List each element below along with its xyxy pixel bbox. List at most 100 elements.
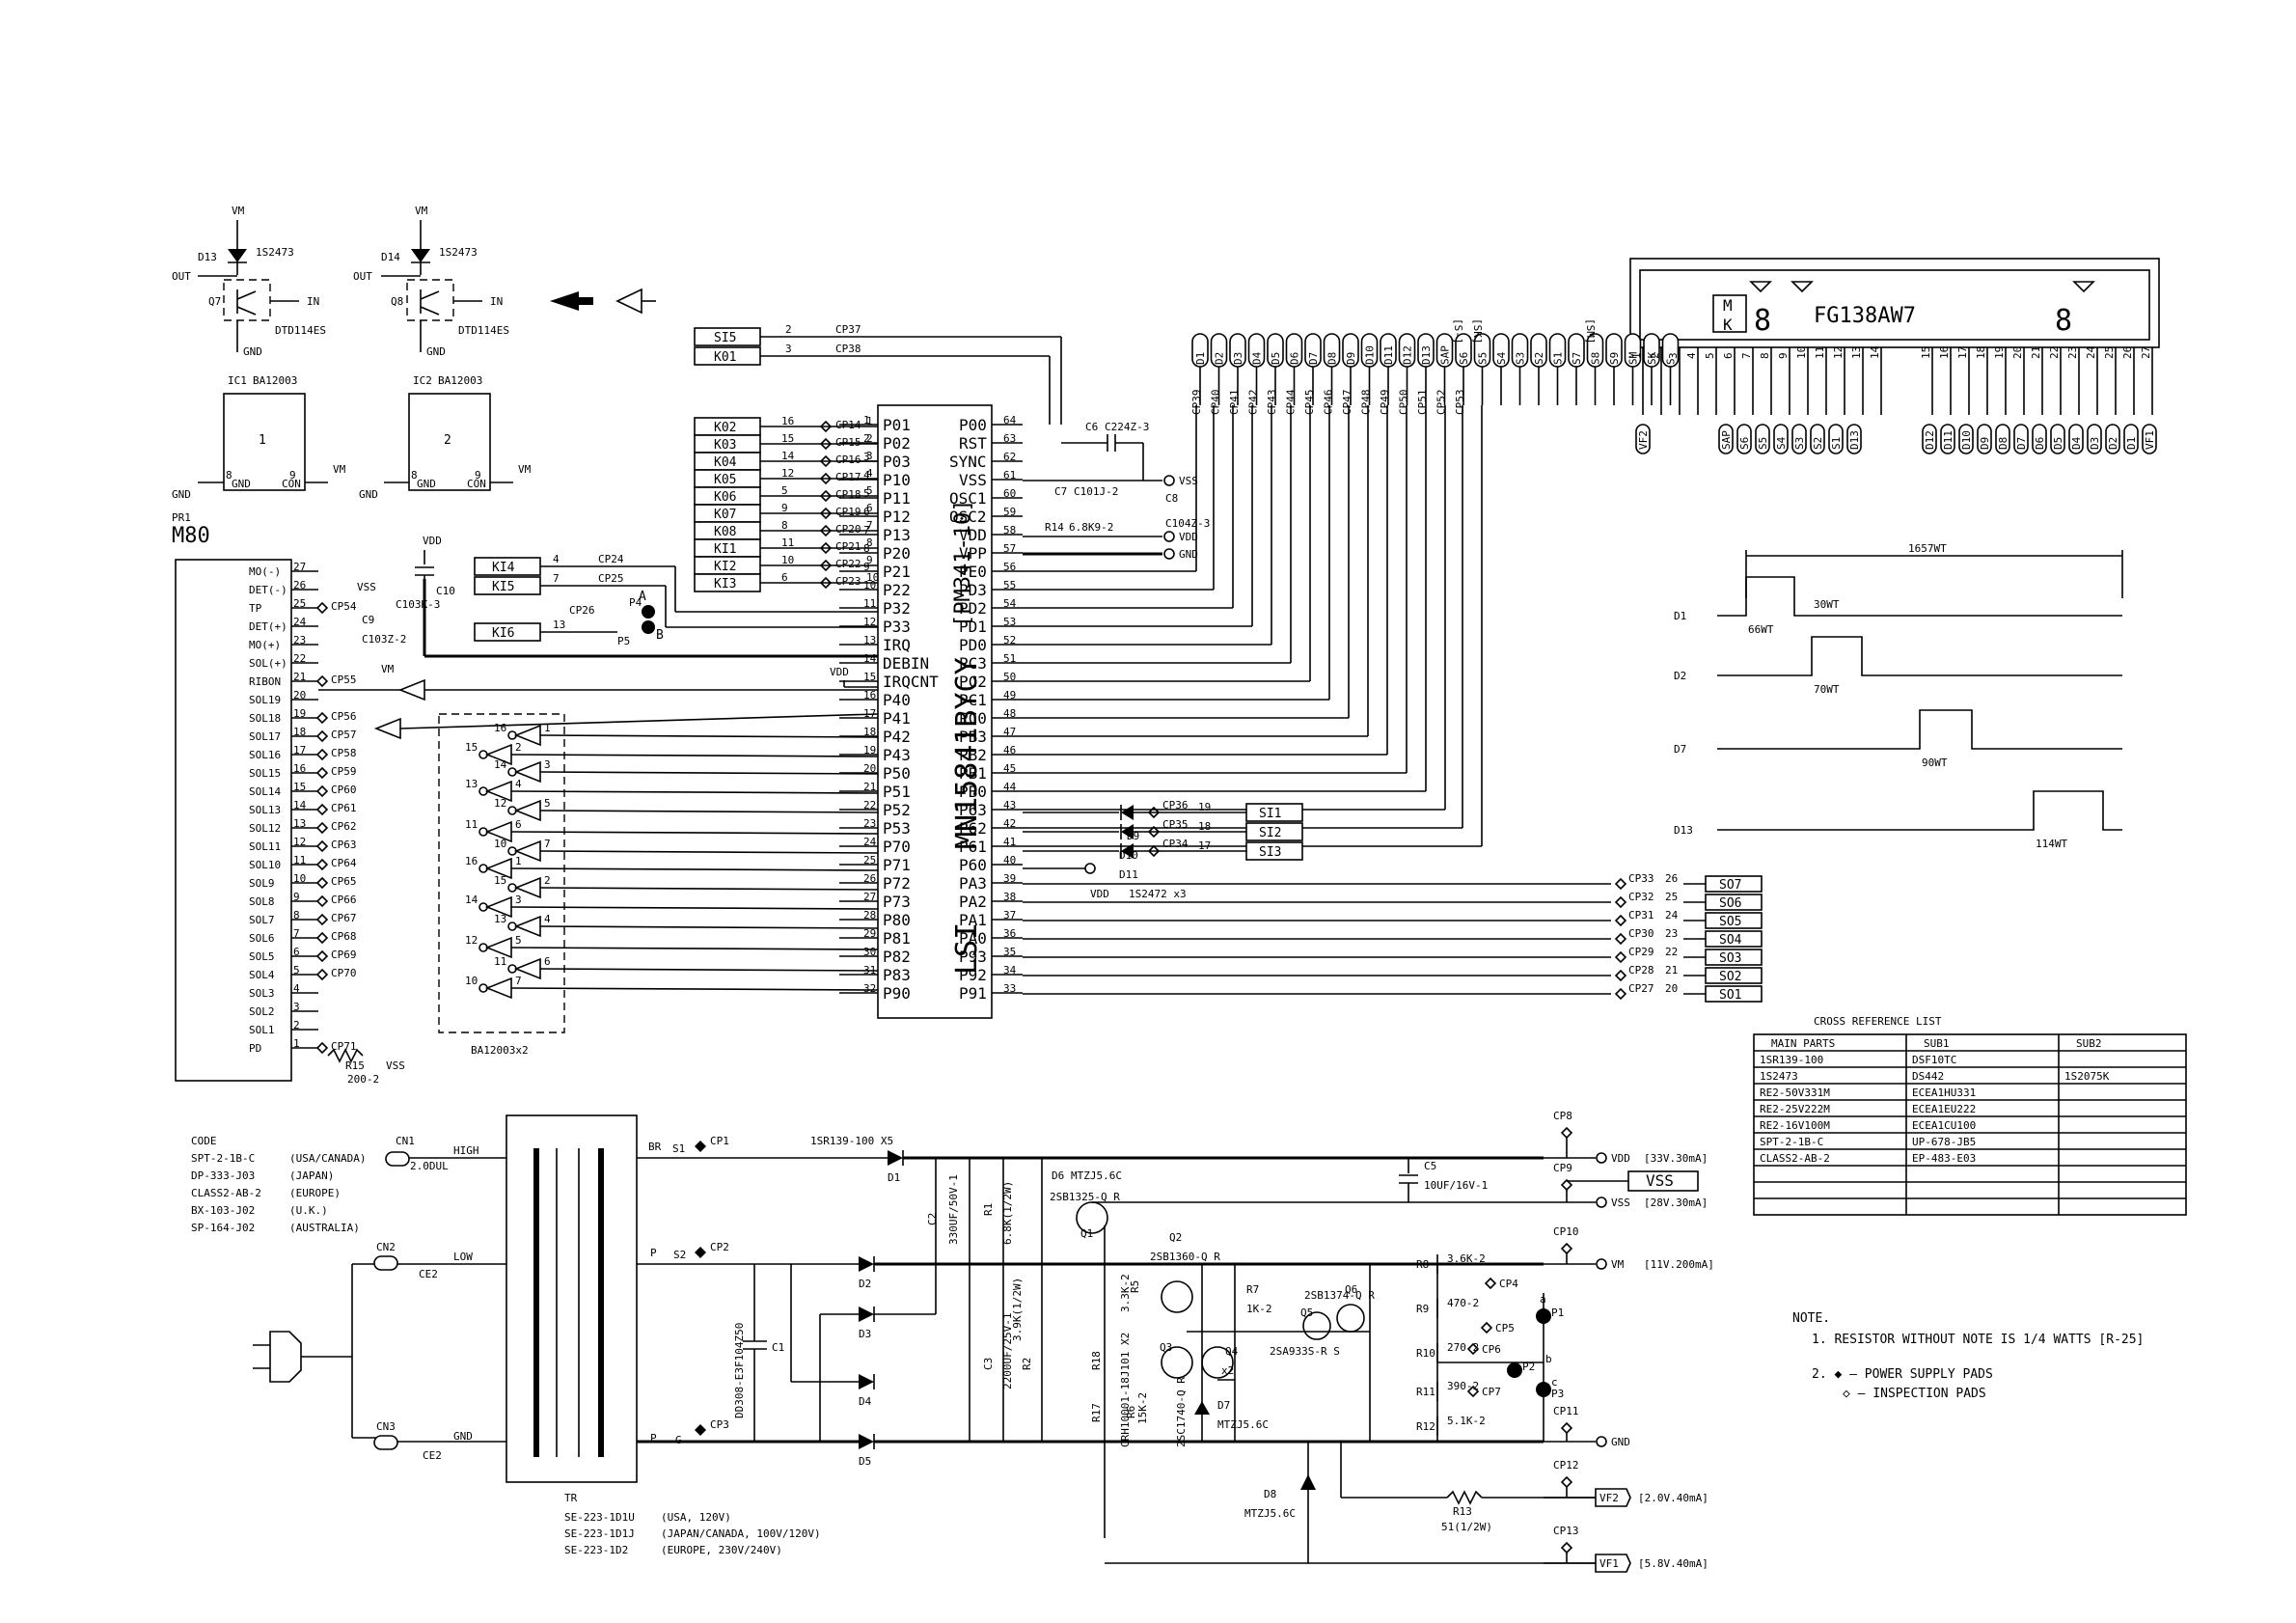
q8-in-label: IN bbox=[490, 295, 503, 308]
so-pin-number: 20 bbox=[1665, 982, 1678, 995]
c6-ref: C6 bbox=[1085, 421, 1098, 433]
r13-resistor-icon bbox=[1446, 1490, 1483, 1505]
lsi-right-pin-name: PD0 bbox=[959, 636, 987, 654]
lsi-right-pin-number: 49 bbox=[1003, 689, 1016, 701]
output-label: GND bbox=[1611, 1436, 1630, 1448]
ba12003-label: BA12003x2 bbox=[471, 1044, 529, 1057]
connector-pin-label: SOL19 bbox=[249, 694, 281, 706]
divider-resistor-value: 470-2 bbox=[1447, 1297, 1479, 1309]
ba12003-outline bbox=[438, 713, 565, 1033]
display-pin-number: 27 bbox=[2140, 346, 2152, 359]
wire bbox=[510, 906, 879, 910]
lsi-left-pin-name: P90 bbox=[883, 984, 911, 1003]
display-cap-label: D1 bbox=[2125, 437, 2138, 450]
inverter-bubble-icon bbox=[478, 786, 488, 796]
lsi-right-pin-number: 36 bbox=[1003, 927, 1016, 940]
ic2-part: BA12003 bbox=[438, 374, 482, 387]
r17-ref: R17 bbox=[1090, 1403, 1103, 1422]
display-pin-number: 17 bbox=[1956, 346, 1969, 359]
grid-label: SAP bbox=[1439, 345, 1452, 365]
key-pin-number: 12 bbox=[781, 467, 794, 480]
r15-vss: VSS bbox=[386, 1059, 405, 1072]
display-cap-label: SAP bbox=[1720, 430, 1733, 450]
lsi-left-pin-number: 11 bbox=[863, 597, 876, 610]
display-cp-label: CP53 bbox=[1454, 390, 1466, 416]
inspection-pad-icon bbox=[1614, 877, 1627, 891]
c2-value: 330UF/50V-1 bbox=[947, 1174, 960, 1245]
display-cap bbox=[2142, 424, 2157, 454]
display-pin-number: 19 bbox=[1993, 346, 2006, 359]
lsi-left-pin-number: 31 bbox=[863, 964, 876, 977]
crossref-cell: DS442 bbox=[1912, 1070, 1944, 1083]
note-2b: ◇ — INSPECTION PADS bbox=[1843, 1387, 1986, 1401]
so-label: SO7 bbox=[1719, 878, 1741, 893]
inspection-pad-icon bbox=[1614, 987, 1627, 1001]
wire bbox=[510, 754, 879, 757]
buffer-icon bbox=[373, 717, 401, 740]
output-note: [11V.200mA] bbox=[1644, 1258, 1714, 1271]
display-pin-number: 7 bbox=[1740, 352, 1753, 359]
display-cp-label: CP44 bbox=[1285, 389, 1298, 415]
cn1-sub: 2.0DUL bbox=[410, 1160, 449, 1172]
lsi-right-pin-number: 48 bbox=[1003, 707, 1016, 720]
output-cp-label: CP9 bbox=[1553, 1162, 1572, 1174]
lsi-left-pin-number: 18 bbox=[863, 726, 876, 738]
display-cap-label: D7 bbox=[2015, 437, 2028, 450]
lsi-left-pin-name: P81 bbox=[883, 929, 911, 948]
divider-resistor-ref: R12 bbox=[1416, 1420, 1435, 1433]
display-pin-number: 12 bbox=[1832, 346, 1845, 359]
timing-gap-label: 30WT bbox=[1814, 598, 1840, 611]
display-pin-number: 18 bbox=[1975, 346, 1987, 359]
crossref-header: MAIN PARTS bbox=[1771, 1037, 1835, 1050]
c9-ref: C9 bbox=[362, 614, 374, 626]
p4-pad-icon bbox=[642, 605, 655, 619]
lsi-right-pin-number: 43 bbox=[1003, 799, 1016, 812]
p-label: P bbox=[650, 1247, 657, 1259]
key-label: K08 bbox=[714, 525, 736, 539]
code-value: CLASS2-AB-2 bbox=[191, 1187, 261, 1199]
lsi-right-pin-name: PA2 bbox=[959, 893, 987, 911]
rectifier-diode-ref: D5 bbox=[859, 1455, 871, 1468]
buffer-pin-out: 13 bbox=[465, 778, 478, 790]
lsi-left-pin-name: P11 bbox=[883, 489, 911, 508]
output-label: VDD bbox=[1611, 1152, 1630, 1165]
r17-value: CRH10001-18J101 X2 bbox=[1119, 1333, 1132, 1447]
lsi-right-pin-name: P63 bbox=[959, 801, 987, 819]
lsi-pin-number: 6 bbox=[866, 502, 873, 514]
lsi-right-pin-name: PC3 bbox=[959, 654, 987, 673]
rectifier-diode-ref: D2 bbox=[859, 1278, 871, 1290]
connector-pin-label: SOL17 bbox=[249, 730, 281, 743]
display-pin-number: 21 bbox=[2030, 346, 2042, 359]
lsi-left-pin-number: 19 bbox=[863, 744, 876, 756]
crossref-cell: 1S2473 bbox=[1760, 1070, 1798, 1083]
lsi-right-pin-number: 64 bbox=[1003, 414, 1017, 426]
lsi-left-pin-number: 3 bbox=[863, 451, 870, 463]
inverter-bubble-icon bbox=[478, 902, 488, 912]
d11-ref: D11 bbox=[1119, 868, 1138, 881]
key-pin-number: 8 bbox=[781, 519, 788, 532]
lsi-left-pin-number: 23 bbox=[863, 817, 876, 830]
si5-cp: CP37 bbox=[835, 323, 861, 336]
lsi-right-pin-number: 38 bbox=[1003, 891, 1016, 903]
ic2-gnd: GND bbox=[359, 488, 378, 501]
connector-pin-number: 8 bbox=[293, 909, 300, 922]
connector-pin-number: 21 bbox=[293, 671, 306, 683]
debin-vdd: VDD bbox=[830, 666, 849, 678]
display-pin-number: 6 bbox=[1722, 352, 1735, 359]
display-cp-label: CP48 bbox=[1360, 390, 1373, 416]
output-cp-label: CP8 bbox=[1553, 1110, 1572, 1122]
cn1-label: CN1 bbox=[396, 1135, 415, 1147]
gnd-terminal-icon bbox=[1163, 548, 1175, 560]
inverter-bubble-icon bbox=[478, 983, 488, 993]
lsi-right-pin-name: PC1 bbox=[959, 691, 987, 709]
si-label: SI2 bbox=[1259, 826, 1281, 840]
display-pin-number: 3 bbox=[1667, 352, 1680, 359]
lsi-left-pin-number: 15 bbox=[863, 671, 876, 683]
lsi-right-pin-name: VSS bbox=[959, 471, 987, 489]
connector-cp-label: CP61 bbox=[331, 802, 357, 814]
connector-extra: VDD C10 C103K-3 C9 C103Z-2 VSS VM BA1200… bbox=[327, 535, 878, 1086]
display-pin-number: 1 bbox=[1630, 352, 1643, 359]
q2-ref: Q2 bbox=[1169, 1231, 1182, 1244]
